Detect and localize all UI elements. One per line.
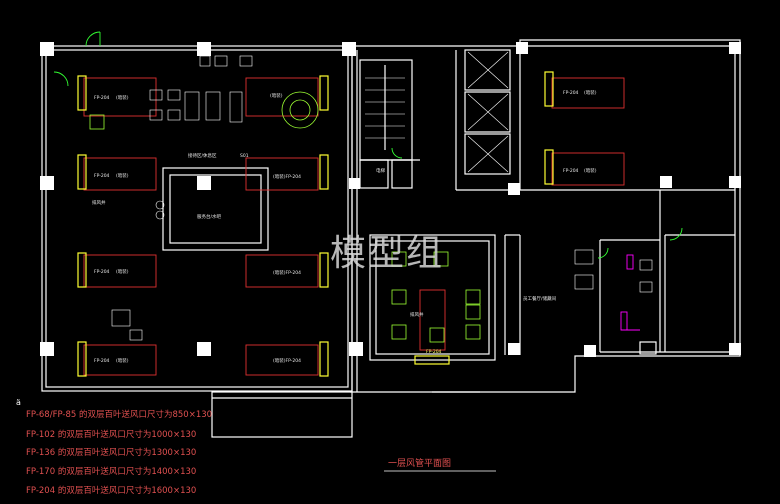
room-label: S01 bbox=[240, 153, 249, 159]
unit-label: FP-204 bbox=[94, 95, 110, 101]
room-labels: 接待区/休息区 S01 服务台/水吧 电梯 员工餐厅/储藏间 排风井 排风井 bbox=[92, 152, 557, 318]
drawing-title-text: 一层风管平面图 bbox=[388, 457, 451, 469]
room-label: 排风井 bbox=[410, 311, 424, 318]
note-line: FP-68/FP-85 的双层百叶送风口尺寸为850×130 bbox=[26, 409, 212, 420]
note-line: FP-204 的双层百叶送风口尺寸为1600×130 bbox=[26, 485, 196, 496]
room-label: 员工餐厅/储藏间 bbox=[523, 295, 557, 302]
unit-label: (暗装) bbox=[584, 167, 597, 174]
unit-label: FP-204 bbox=[94, 173, 110, 179]
unit-label: FP-204 bbox=[563, 168, 579, 174]
room-label: 接待区/休息区 bbox=[188, 152, 217, 159]
unit-label: (暗装) bbox=[584, 89, 597, 96]
room-label: 排风井 bbox=[92, 199, 106, 206]
walls bbox=[41, 39, 741, 438]
unit-label: (暗装)FP-204 bbox=[273, 173, 301, 180]
notes-symbol: ä bbox=[16, 398, 21, 407]
unit-label: (暗装) bbox=[116, 268, 129, 275]
unit-label: FP-204 bbox=[94, 358, 110, 364]
doors bbox=[53, 31, 683, 259]
furniture bbox=[111, 51, 653, 341]
watermark: 模型组 bbox=[330, 233, 444, 274]
unit-label: (暗装) bbox=[116, 357, 129, 364]
fan-coil-units bbox=[77, 71, 625, 377]
unit-label: (暗装)FP-204 bbox=[273, 357, 301, 364]
drawing-title: 一层风管平面图 bbox=[384, 457, 496, 472]
note-line: FP-136 的双层百叶送风口尺寸为1300×130 bbox=[26, 447, 196, 458]
unit-label: (暗装) bbox=[116, 94, 129, 101]
unit-label: (暗装) bbox=[116, 172, 129, 179]
diffusers bbox=[89, 91, 481, 343]
notes: FP-68/FP-85 的双层百叶送风口尺寸为850×130 FP-102 的双… bbox=[26, 409, 212, 496]
note-line: FP-170 的双层百叶送风口尺寸为1400×130 bbox=[26, 466, 196, 477]
room-label: 服务台/水吧 bbox=[197, 213, 222, 220]
room-label: 电梯 bbox=[376, 167, 385, 174]
unit-label: FP-204 bbox=[426, 349, 442, 355]
columns bbox=[40, 42, 741, 357]
unit-label: (暗装) bbox=[270, 92, 283, 99]
unit-label: FP-204 bbox=[563, 90, 579, 96]
sanitary-markers bbox=[620, 254, 640, 331]
unit-label: (暗装)FP-204 bbox=[273, 269, 301, 276]
note-line: FP-102 的双层百叶送风口尺寸为1000×130 bbox=[26, 429, 196, 440]
unit-label: FP-204 bbox=[94, 269, 110, 275]
unit-labels: FP-204 (暗装) (暗装) FP-204 (暗装) (暗装)FP-204 … bbox=[94, 89, 597, 364]
